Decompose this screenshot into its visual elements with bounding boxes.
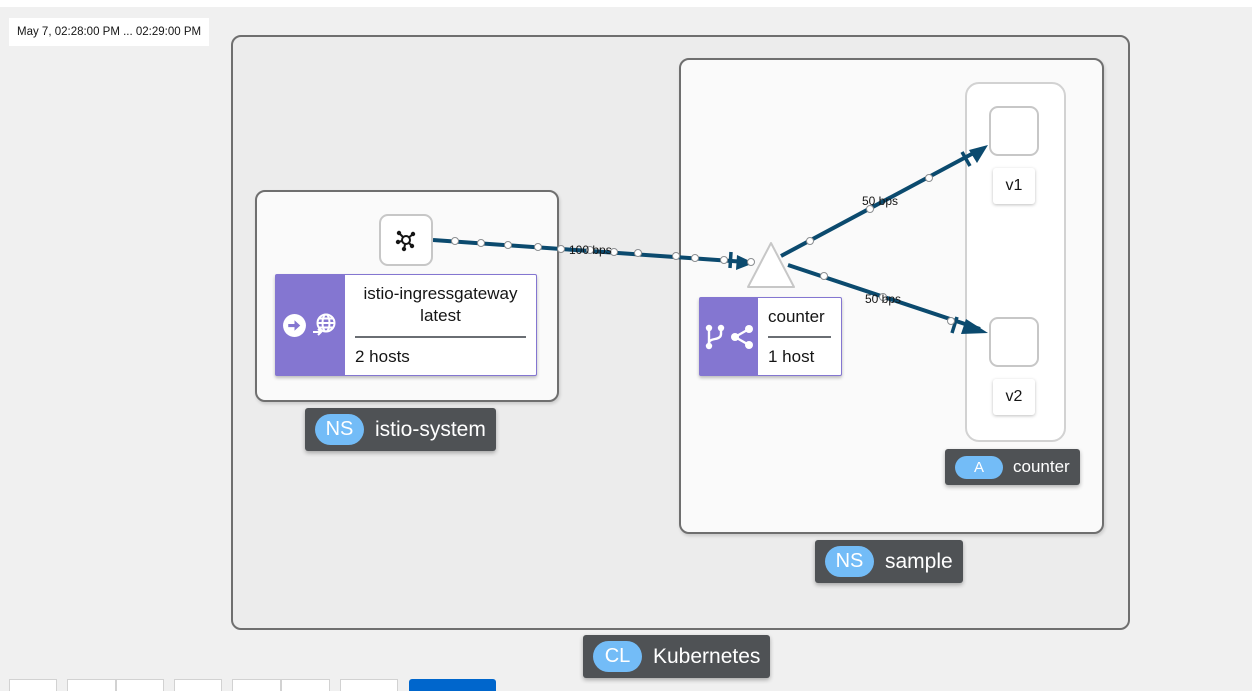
namespace-badge: NS (825, 546, 874, 577)
service-card-body: counter 1 host (758, 298, 841, 375)
cluster-label[interactable]: CL Kubernetes (583, 635, 771, 678)
namespace-name: istio-system (375, 417, 486, 441)
app-badge: A (955, 455, 1003, 479)
service-card[interactable]: counter 1 host (699, 297, 842, 376)
gateway-card-divider (355, 336, 526, 338)
time-range-label: May 7, 02:28:00 PM ... 02:29:00 PM (9, 18, 210, 46)
namespace-badge: NS (315, 414, 364, 445)
gateway-version: latest (420, 306, 461, 325)
zoom-out-button[interactable] (116, 679, 164, 691)
graph-toolbar (0, 679, 1252, 691)
gateway-card[interactable]: istio-ingressgateway latest 2 hosts (275, 274, 537, 376)
edge-gateway-to-counter[interactable] (432, 237, 755, 271)
network-hub-icon (395, 230, 416, 252)
gateway-node[interactable] (379, 214, 433, 266)
arrow-right-circle-icon (283, 313, 306, 337)
service-card-icons (700, 298, 758, 375)
gateway-card-icons (276, 275, 345, 375)
edge-label-gateway-counter: 100 bps (569, 243, 612, 257)
gateway-hosts: 2 hosts (355, 347, 410, 366)
gateway-card-body: istio-ingressgateway latest 2 hosts (345, 275, 536, 375)
service-card-divider (768, 336, 831, 338)
cluster-name: Kubernetes (653, 644, 761, 668)
top-bar (0, 0, 1252, 7)
edge-counter-to-v1[interactable] (780, 145, 988, 258)
cluster-badge: CL (593, 641, 642, 672)
fit-button[interactable] (174, 679, 222, 691)
version-node-v1[interactable] (989, 106, 1039, 156)
version-node-v2[interactable] (989, 317, 1039, 367)
layout-2-button[interactable] (281, 679, 330, 691)
legend-button[interactable] (409, 679, 496, 691)
version-label-v1: v1 (993, 168, 1035, 204)
app-name: counter (1013, 457, 1070, 476)
share-icon (731, 324, 753, 349)
service-hosts: 1 host (768, 347, 815, 366)
service-name: counter (768, 307, 825, 326)
edge-counter-to-v2[interactable] (787, 263, 988, 334)
code-branch-icon (705, 324, 725, 349)
edge-label-counter-v1: 50 bps (862, 194, 899, 208)
toolbar-button[interactable] (9, 679, 57, 691)
app-label-counter[interactable]: A counter (945, 449, 1080, 485)
namespace-label-istio-system[interactable]: NS istio-system (305, 408, 496, 451)
namespace-name: sample (885, 549, 953, 573)
edge-label-counter-v2: 50 bps (865, 292, 902, 306)
globe-icon (313, 313, 336, 336)
layout-1-button[interactable] (232, 679, 281, 691)
layout-3-button[interactable] (340, 679, 398, 691)
zoom-in-button[interactable] (67, 679, 116, 691)
namespace-label-sample[interactable]: NS sample (815, 540, 963, 583)
version-label-v2: v2 (993, 379, 1035, 415)
gateway-name: istio-ingressgateway (363, 284, 518, 303)
service-node-counter[interactable] (745, 240, 797, 290)
